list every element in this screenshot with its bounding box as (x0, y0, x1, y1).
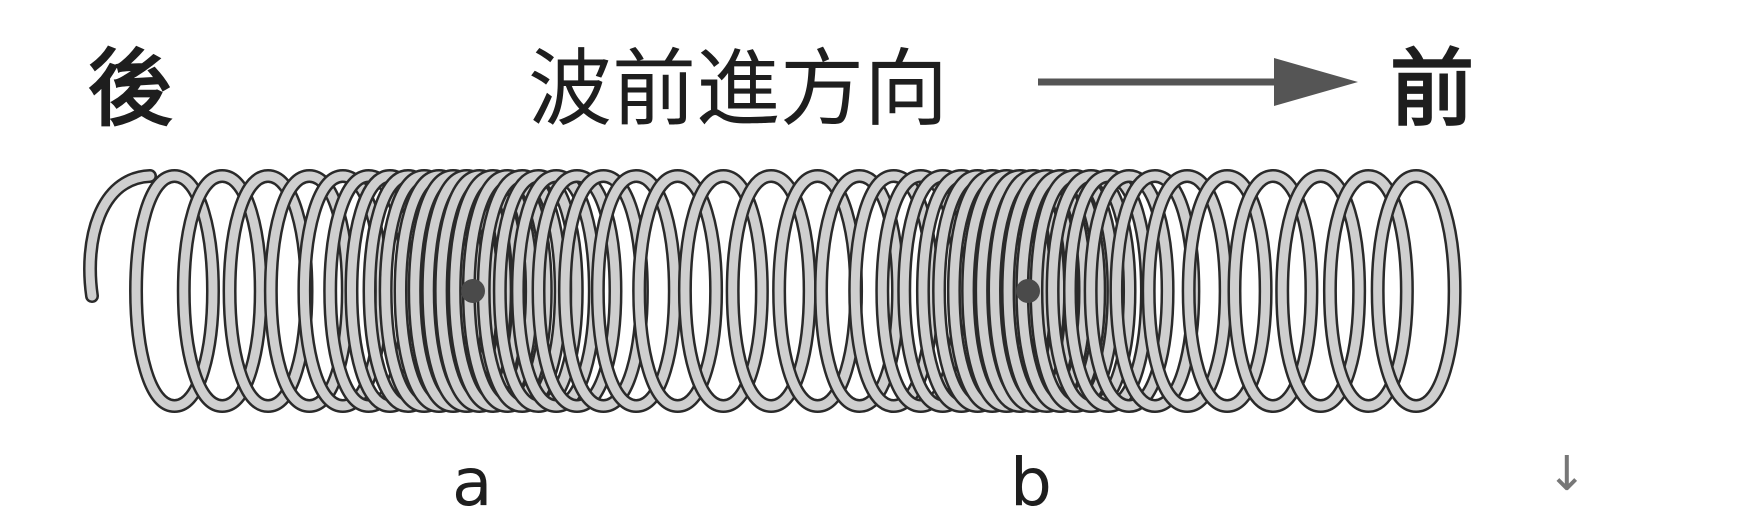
coil-turn (513, 171, 600, 411)
coil-turn (225, 171, 311, 411)
wave-direction-label: 波前進方向 (528, 40, 948, 138)
coil-turn (266, 171, 353, 411)
coil-end-left-fill (85, 171, 155, 301)
coil-turn (1230, 171, 1316, 411)
coil-turn (131, 171, 218, 411)
spring-coil (83, 168, 1462, 413)
coil-turn (179, 171, 266, 411)
point-b-label: b (1010, 444, 1052, 521)
down-arrow-icon: ↓ (1546, 446, 1587, 502)
point-a-label: a (452, 444, 492, 521)
coil-turn (728, 171, 815, 411)
coil-turn (560, 171, 647, 411)
coil-turn (534, 171, 620, 411)
direction-arrow (1038, 58, 1358, 106)
coil-turn (680, 171, 767, 411)
point-b-marker (1016, 279, 1040, 303)
coil-turn (1184, 171, 1271, 411)
point-a-marker (461, 279, 485, 303)
coil-turn (1277, 171, 1364, 411)
coil-turn (1373, 171, 1460, 411)
coil-turn (593, 171, 680, 411)
coil-turn (1086, 171, 1172, 411)
coil-turn (1325, 171, 1412, 411)
coil-turn (634, 171, 721, 411)
coil-turn (1065, 171, 1152, 411)
front-label: 前 (1390, 40, 1474, 138)
coil-turn (1144, 171, 1231, 411)
coil-turn (774, 171, 861, 411)
back-label: 後 (88, 40, 173, 138)
